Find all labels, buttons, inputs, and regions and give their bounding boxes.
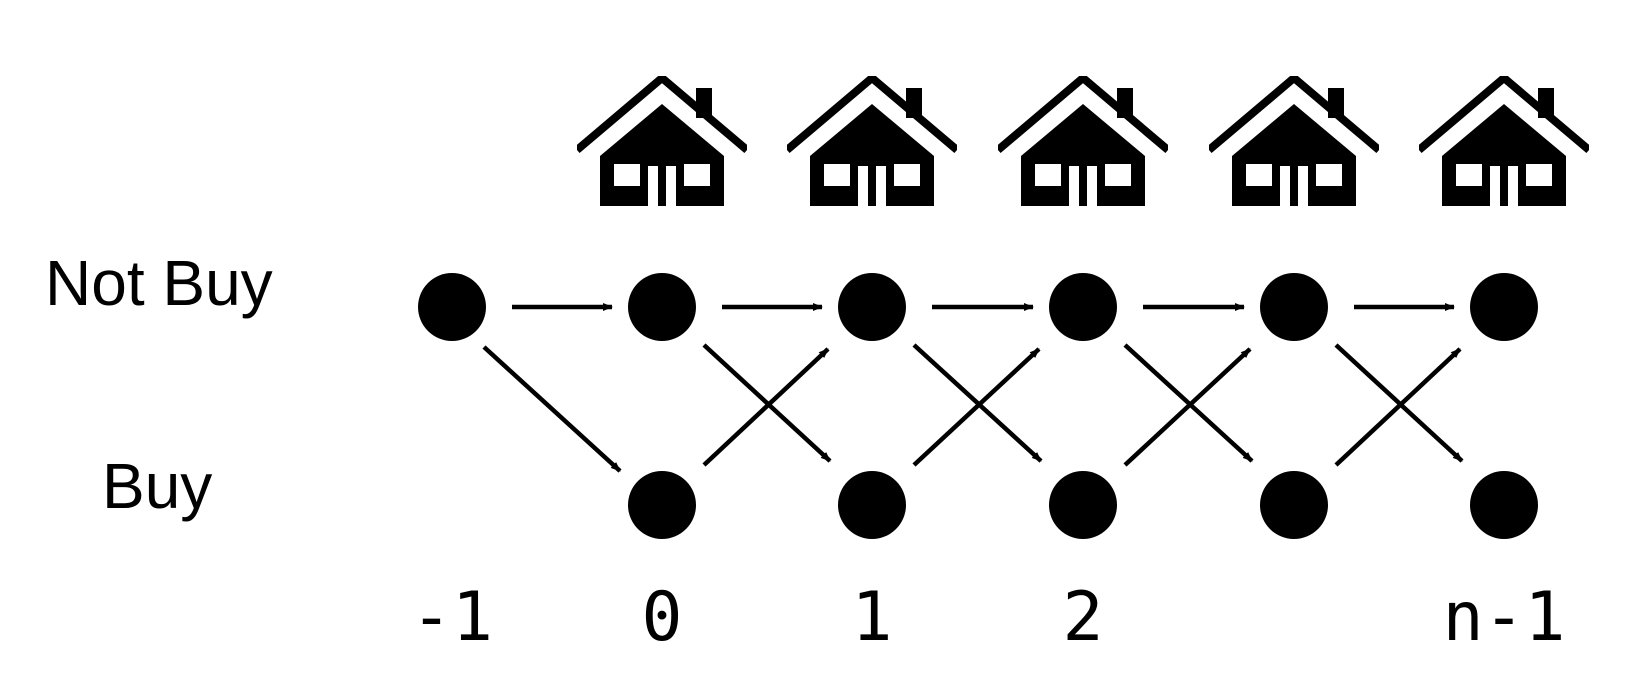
node-not-buy <box>838 273 906 341</box>
index-label: 0 <box>642 578 683 657</box>
node-not-buy <box>1260 273 1328 341</box>
arrow-not-buy-to-buy <box>912 343 1043 463</box>
arrow-buy-to-not-buy <box>912 347 1041 467</box>
house-icon <box>1419 78 1589 206</box>
arrow-not-buy-to-buy <box>482 345 622 473</box>
index-labels: -1 0 1 2 n-1 <box>411 578 1565 657</box>
houses-row <box>577 78 1589 206</box>
house-icon <box>787 78 957 206</box>
arrow-buy-to-not-buy <box>702 347 830 467</box>
row-label-buy: Buy <box>102 450 212 522</box>
node-not-buy <box>1049 273 1117 341</box>
house-icon <box>577 78 747 206</box>
node-not-buy <box>628 273 696 341</box>
house-icon <box>1209 78 1379 206</box>
transition-arrows <box>482 303 1464 473</box>
index-label: -1 <box>411 578 493 657</box>
house-icon <box>998 78 1168 206</box>
arrow-buy-to-not-buy <box>1334 347 1462 467</box>
state-nodes <box>418 273 1538 539</box>
arrow-not-buy-to-buy <box>1123 343 1254 463</box>
node-not-buy <box>418 273 486 341</box>
index-label: 2 <box>1063 578 1104 657</box>
index-label: n-1 <box>1443 578 1566 657</box>
arrow-buy-to-not-buy <box>1123 347 1252 467</box>
row-label-not-buy: Not Buy <box>45 247 273 319</box>
index-label: 1 <box>852 578 893 657</box>
node-buy <box>1260 471 1328 539</box>
node-buy <box>628 471 696 539</box>
node-buy <box>1049 471 1117 539</box>
node-not-buy <box>1470 273 1538 341</box>
node-buy <box>838 471 906 539</box>
node-buy <box>1470 471 1538 539</box>
